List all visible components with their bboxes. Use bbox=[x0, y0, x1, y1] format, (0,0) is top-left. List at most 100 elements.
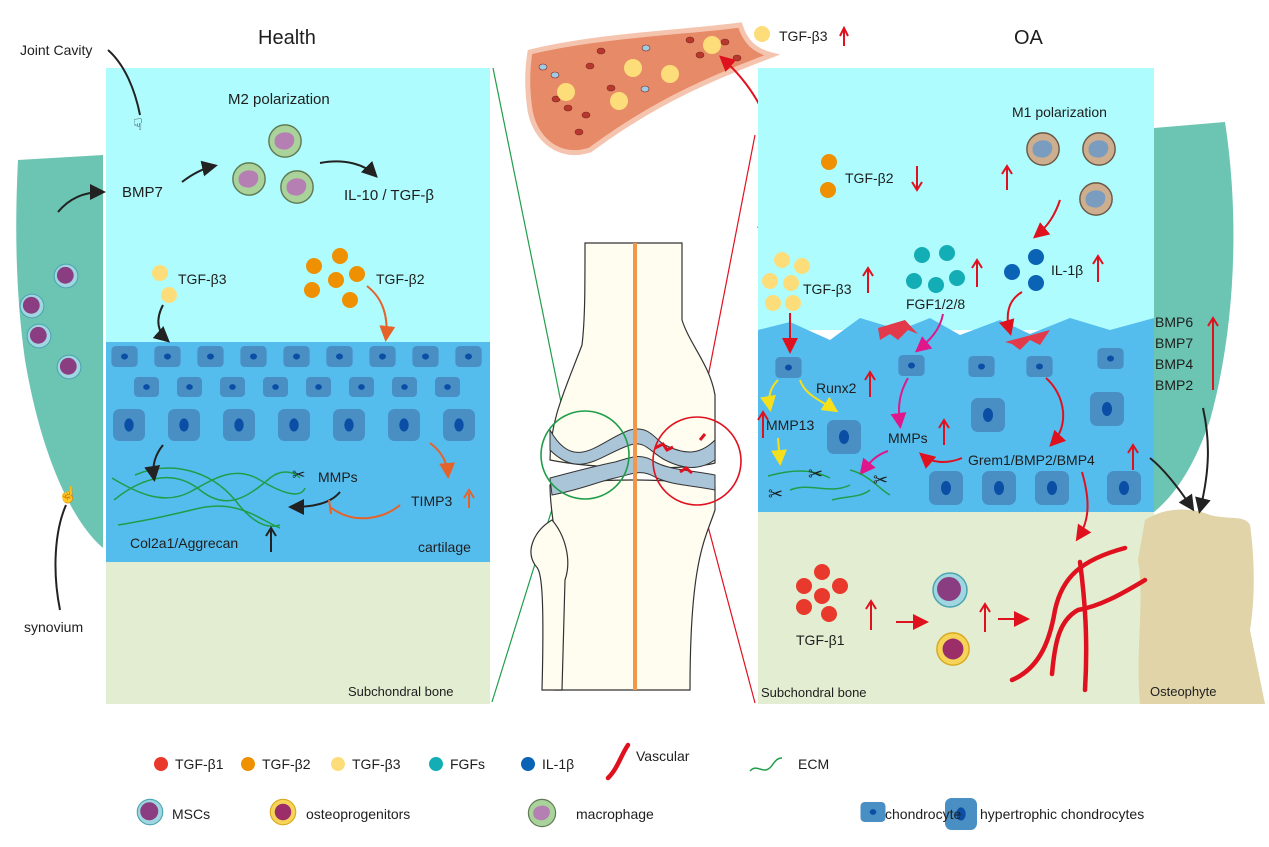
chondrocyte bbox=[349, 377, 374, 397]
chondrocyte bbox=[775, 357, 802, 378]
mmps-arrow bbox=[288, 491, 341, 515]
tgfb2-label: TGF-β2 bbox=[376, 271, 425, 287]
il10-tgfb-label: IL-10 / TGF-β bbox=[344, 187, 434, 204]
joint-cavity-label: Joint Cavity bbox=[20, 42, 92, 58]
legend-swatch bbox=[521, 757, 535, 771]
bmp-list-item: BMP6 bbox=[1155, 314, 1193, 330]
legend-label: TGF-β3 bbox=[352, 756, 401, 772]
blood-cell bbox=[685, 36, 695, 44]
msc-cell bbox=[53, 263, 79, 289]
knee-joint-illustration bbox=[491, 67, 756, 704]
health-focus-circle bbox=[540, 410, 630, 500]
il1b-molecule bbox=[1028, 249, 1044, 265]
bmp7-arrow bbox=[181, 160, 218, 183]
blood-cell bbox=[640, 85, 650, 93]
up-arrow-icon bbox=[971, 258, 983, 287]
femoral-cartilage bbox=[549, 428, 716, 468]
blood-cell bbox=[550, 71, 560, 79]
blood-cell bbox=[563, 104, 573, 112]
hypertrophic-chondrocyte bbox=[827, 420, 861, 454]
grem-to-osteophyte-arrow bbox=[1149, 457, 1195, 512]
health-mmps-label: MMPs bbox=[318, 469, 358, 485]
blood-cell bbox=[732, 54, 742, 62]
fibula bbox=[530, 519, 569, 691]
tgfb3-arrow bbox=[152, 304, 170, 343]
fgf-arrow bbox=[914, 313, 944, 353]
legend-swatch bbox=[605, 742, 631, 781]
fgf-cluster bbox=[906, 245, 965, 293]
blood-cell bbox=[551, 95, 561, 103]
chondrocyte bbox=[111, 346, 138, 367]
chondrocyte bbox=[968, 356, 995, 377]
cartilage-erosion bbox=[1005, 330, 1050, 350]
legend-label: MSCs bbox=[172, 806, 210, 822]
blood-cell bbox=[596, 47, 606, 55]
oa-subchondral-label: Subchondral bone bbox=[761, 685, 867, 700]
m1-to-il1b-arrow bbox=[1032, 199, 1061, 239]
runx2-arrow bbox=[760, 379, 779, 412]
hypertrophic-chondrocyte bbox=[982, 471, 1016, 505]
chondrocyte bbox=[220, 377, 245, 397]
legend-label: IL-1β bbox=[542, 756, 574, 772]
m2-macrophage bbox=[268, 124, 302, 158]
up-arrow-icon bbox=[265, 526, 277, 552]
msc-cell bbox=[26, 323, 52, 349]
legend-label: ECM bbox=[798, 756, 829, 772]
synovium-label: synovium bbox=[24, 619, 83, 635]
msc-cell bbox=[19, 293, 45, 319]
legend-swatch bbox=[269, 798, 297, 826]
up-arrow-icon bbox=[1001, 164, 1013, 190]
fgf-label: FGF1/2/8 bbox=[906, 296, 965, 312]
health-panel: Joint Cavity ☟ synovium ☝ Health M2 pola… bbox=[16, 27, 490, 704]
vascular-invasion bbox=[1009, 545, 1148, 693]
legend-label: FGFs bbox=[450, 756, 485, 772]
legend-swatch bbox=[241, 757, 255, 771]
hypertrophic-chondrocyte bbox=[388, 409, 420, 441]
oa-mmps-label: MMPs bbox=[888, 430, 928, 446]
synovium bbox=[16, 155, 103, 548]
il1b-molecule bbox=[1028, 275, 1044, 291]
tgfb3-molecule bbox=[152, 265, 168, 281]
legend-label: macrophage bbox=[576, 806, 654, 822]
legend-swatch bbox=[136, 798, 164, 826]
legend-swatch bbox=[527, 798, 557, 828]
tgfb2-cluster bbox=[304, 248, 365, 308]
chondrocyte bbox=[435, 377, 460, 397]
tibial-cartilage bbox=[549, 456, 716, 496]
tgfb3-cluster bbox=[762, 252, 810, 311]
grem-to-mmps-arrow bbox=[918, 452, 963, 469]
m2-macrophage bbox=[232, 162, 266, 196]
tgfb3-molecule bbox=[557, 83, 575, 101]
up-arrow-icon bbox=[757, 410, 769, 438]
blood-cells bbox=[538, 36, 742, 136]
hypertrophic-chondrocyte bbox=[1090, 392, 1124, 426]
legend-swatch bbox=[331, 757, 345, 771]
bmp-list-item: BMP2 bbox=[1155, 377, 1193, 393]
m2-output-arrow bbox=[319, 160, 378, 178]
tgfb3-molecule bbox=[610, 92, 628, 110]
tgfb3-molecule bbox=[661, 65, 679, 83]
hypertrophic-chondrocyte bbox=[443, 409, 475, 441]
msc-to-bmp7-arrow bbox=[57, 184, 106, 213]
oa-panel: OA M1 polarization TGF-β2 TGF-β3 FGF1/2/… bbox=[757, 27, 1265, 704]
blood-cell bbox=[720, 38, 730, 46]
degraded-ecm bbox=[767, 469, 891, 501]
osteoprogenitor-cell bbox=[936, 632, 970, 666]
chondrocyte bbox=[1097, 348, 1124, 369]
joint-cavity-pointer-line bbox=[107, 49, 141, 116]
legend-label: Vascular bbox=[636, 748, 690, 764]
tgfb2-molecule bbox=[821, 154, 837, 170]
grem-to-vascular-arrow bbox=[1075, 471, 1092, 542]
oa-focus-circle bbox=[652, 416, 742, 506]
health-title: Health bbox=[258, 27, 316, 49]
up-arrow-icon bbox=[938, 418, 950, 445]
blood-cell bbox=[574, 128, 584, 136]
tgfb3-label: TGF-β3 bbox=[178, 271, 227, 287]
cartilage-erosion bbox=[878, 320, 918, 340]
msc-cell bbox=[56, 354, 82, 380]
down-arrow-icon bbox=[911, 166, 923, 192]
bmp-list-item: BMP7 bbox=[1155, 335, 1193, 351]
msc-cell bbox=[932, 572, 968, 608]
hypertrophic-chondrocyte bbox=[278, 409, 310, 441]
